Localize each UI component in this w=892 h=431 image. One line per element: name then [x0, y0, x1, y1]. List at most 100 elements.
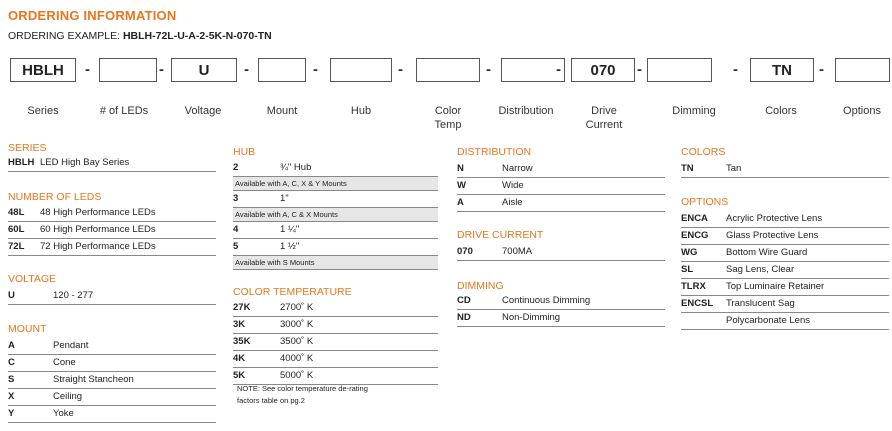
distribution-code: A: [457, 197, 464, 208]
mount-section-title: MOUNT: [8, 323, 47, 335]
code-separator: -: [159, 61, 164, 78]
distribution-description: Wide: [502, 180, 524, 191]
code-label: Dimming: [672, 105, 716, 117]
options-section-title: OPTIONS: [681, 196, 729, 208]
options-code: ENCA: [681, 213, 708, 224]
code-separator: -: [244, 61, 249, 78]
hub-description: 1 ½": [280, 241, 300, 252]
code-label: Mount: [266, 105, 298, 117]
hub-description: 1 ¼": [280, 224, 300, 235]
code-box-colors: TN: [750, 58, 814, 82]
options-description: Acrylic Protective Lens: [726, 213, 823, 224]
hub-description: ¾" Hub: [280, 162, 312, 173]
hub-section-title: HUB: [233, 146, 256, 158]
options-row: ENCG Glass Protective Lens: [681, 228, 889, 245]
code-label: Voltage: [184, 105, 222, 117]
hub-availability-note: Available with S Mounts: [233, 256, 438, 270]
mount-code: X: [8, 391, 15, 402]
dimming-section-title: DIMMING: [457, 280, 504, 292]
hub-description: 1": [280, 193, 289, 204]
code-separator: -: [85, 61, 90, 78]
code-separator: -: [313, 61, 318, 78]
color_temp-description: 3000˚ K: [280, 319, 314, 330]
options-row: Polycarbonate Lens: [681, 313, 889, 330]
leds-code: 48L: [8, 207, 25, 218]
mount-row: X Ceiling: [8, 389, 216, 406]
leds-section-title: NUMBER OF LEDS: [8, 191, 102, 203]
code-box-dimming: [647, 58, 712, 82]
code-box-of-leds: [99, 58, 157, 82]
code-separator: -: [556, 61, 561, 78]
code-box-hub: [330, 58, 392, 82]
mount-row: A Pendant: [8, 338, 216, 355]
mount-code: A: [8, 340, 15, 351]
options-description: Glass Protective Lens: [726, 230, 819, 241]
options-description: Bottom Wire Guard: [726, 247, 808, 258]
options-code: WG: [681, 247, 698, 258]
dimming-code: ND: [457, 312, 471, 323]
code-box-mount: [258, 58, 306, 82]
leds-description: 72 High Performance LEDs: [40, 241, 156, 252]
code-separator: -: [733, 61, 738, 78]
distribution-description: Narrow: [502, 163, 533, 174]
code-separator: -: [486, 61, 491, 78]
mount-description: Cone: [53, 357, 76, 368]
code-label: Color Temp: [434, 105, 462, 131]
distribution-code: N: [457, 163, 464, 174]
leds-description: 48 High Performance LEDs: [40, 207, 156, 218]
leds-row: 60L 60 High Performance LEDs: [8, 222, 216, 239]
drive_current-description: 700MA: [502, 246, 533, 257]
series-code: HBLH: [8, 157, 35, 168]
options-row: WG Bottom Wire Guard: [681, 245, 889, 262]
color_temp-code: 35K: [233, 336, 251, 347]
distribution-section-title: DISTRIBUTION: [457, 146, 532, 158]
leds-description: 60 High Performance LEDs: [40, 224, 156, 235]
color_temp-description: 2700˚ K: [280, 302, 314, 313]
color-temp-note: NOTE: See color temperature de-rating: [237, 384, 368, 393]
code-box-series: HBLH: [10, 58, 76, 82]
options-code: ENCSL: [681, 298, 714, 309]
color_temp-code: 27K: [233, 302, 251, 313]
ordering-example-code: HBLH-72L-U-A-2-5K-N-070-TN: [122, 30, 272, 42]
mount-code: S: [8, 374, 15, 385]
distribution-description: Aisle: [502, 197, 523, 208]
dimming-description: Continuous Dimming: [502, 295, 591, 306]
distribution-row: A Aisle: [457, 195, 665, 212]
color_temp-code: 3K: [233, 319, 246, 330]
code-label: # of LEDs: [99, 105, 149, 117]
series-description: LED High Bay Series: [40, 157, 130, 168]
color_temp-code: 5K: [233, 370, 246, 381]
dimming-code: CD: [457, 295, 471, 306]
options-code: SL: [681, 264, 694, 275]
ordering-example-label: ORDERING EXAMPLE:: [8, 30, 123, 42]
code-label: Options: [843, 105, 881, 117]
code-box-color-temp: [416, 58, 480, 82]
colors-description: Tan: [726, 163, 742, 174]
colors-code: TN: [681, 163, 694, 174]
code-label: Series: [27, 105, 59, 117]
color_temp-section-title: COLOR TEMPERATURE: [233, 286, 352, 298]
mount-description: Pendant: [53, 340, 89, 351]
options-code: ENCG: [681, 230, 709, 241]
code-label: Colors: [765, 105, 797, 117]
distribution-row: N Narrow: [457, 161, 665, 178]
hub-code: 5: [233, 241, 239, 252]
drive_current-section-title: DRIVE CURRENT: [457, 229, 544, 241]
mount-description: Ceiling: [53, 391, 83, 402]
hub-code: 4: [233, 224, 239, 235]
leds-code: 60L: [8, 224, 25, 235]
color-temp-note: factors table on pg.2: [237, 396, 305, 405]
leds-row: 48L 48 High Performance LEDs: [8, 205, 216, 222]
hub-row: 5 1 ½": [233, 239, 438, 256]
page-title: ORDERING INFORMATION: [8, 8, 177, 23]
color_temp-code: 4K: [233, 353, 246, 364]
